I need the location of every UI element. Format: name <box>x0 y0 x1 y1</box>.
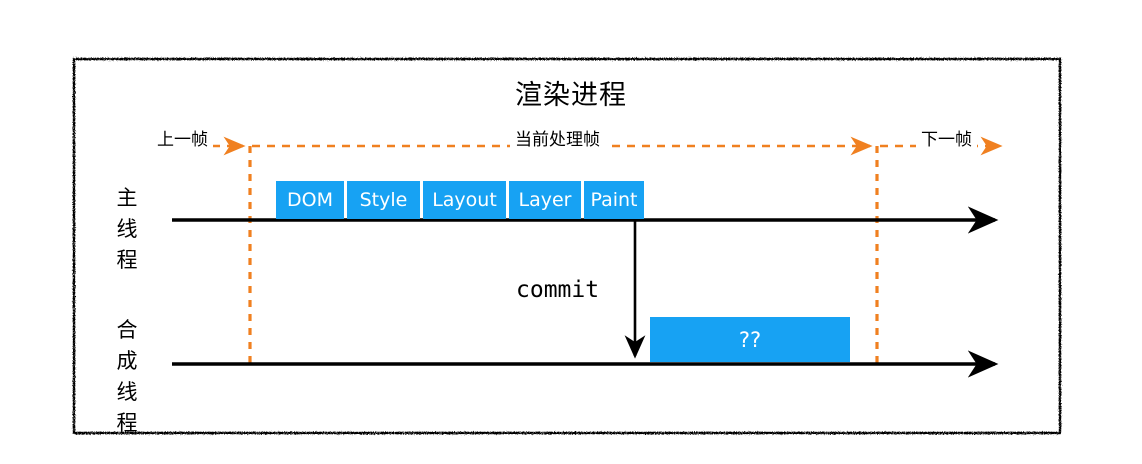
page-title: 渲染进程 <box>515 80 627 111</box>
commit-label: commit <box>516 277 600 303</box>
pipeline-box-dom[interactable]: DOM <box>276 181 344 219</box>
compositor-task-box[interactable]: ?? <box>650 317 850 362</box>
diagram-border <box>72 57 1062 435</box>
pipeline-box-layout[interactable]: Layout <box>423 181 506 219</box>
pipeline-stage-row: DOM Style Layout Layer Paint <box>276 181 644 219</box>
lane-label-compositor-thread: 合成线程 <box>116 318 138 435</box>
pipeline-box-paint[interactable]: Paint <box>584 181 644 219</box>
lane-label-main-thread: 主线程 <box>116 186 138 272</box>
timeline-label-current-frame: 当前处理帧 <box>510 130 605 150</box>
pipeline-box-layer[interactable]: Layer <box>509 181 581 219</box>
timeline-label-next-frame: 下一帧 <box>916 130 977 150</box>
pipeline-box-style[interactable]: Style <box>347 181 420 219</box>
timeline-label-prev-frame: 上一帧 <box>152 130 213 150</box>
